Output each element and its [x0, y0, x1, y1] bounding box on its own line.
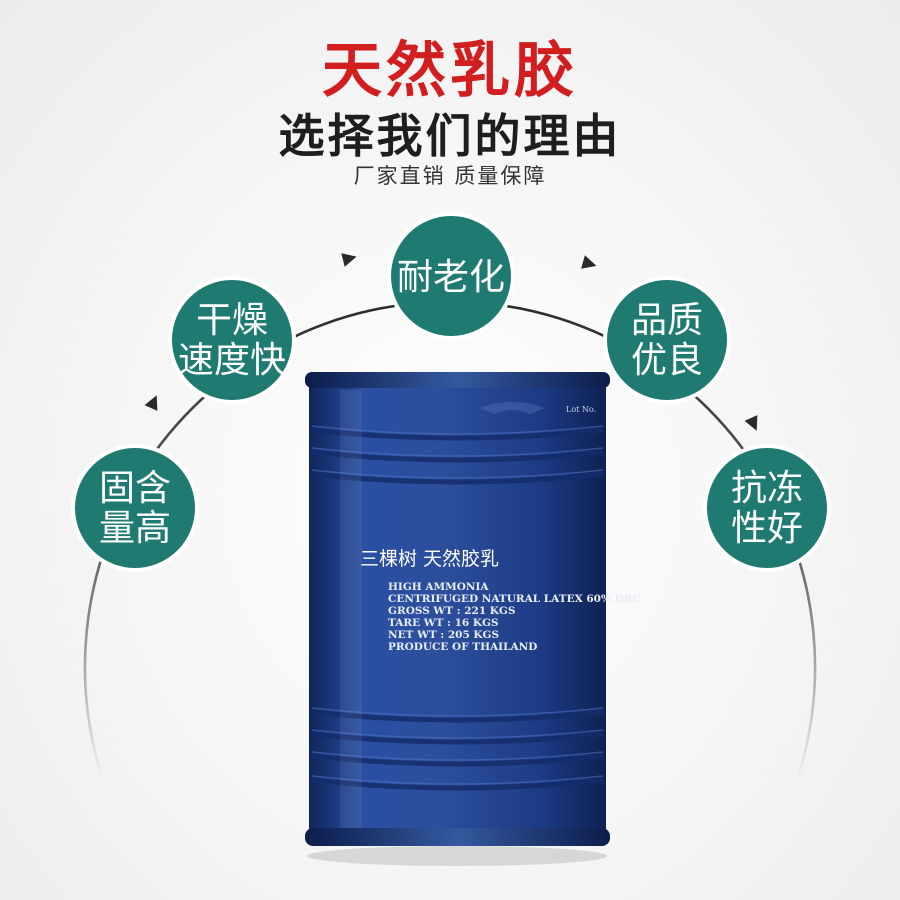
arc-arrows — [144, 253, 758, 431]
barrel-spec-line: PRODUCE OF THAILAND — [388, 641, 537, 653]
barrel-spec-line: HIGH AMMONIA — [388, 581, 489, 593]
feature-freeze-resistance: 抗冻 性好 — [703, 444, 831, 572]
page-subtitle: 选择我们的理由 — [278, 109, 622, 163]
latex-barrel-image: Lot No. 三棵树 天然胶乳 HIGH AMMONIA CENTRIFUGE… — [305, 372, 641, 866]
arrowhead-icon — [744, 415, 758, 431]
feature-label: 干燥 — [196, 300, 268, 341]
barrel-spec-line: TARE WT : 16 KGS — [388, 617, 499, 629]
arrowhead-icon — [144, 395, 158, 411]
feature-label: 速度快 — [178, 340, 286, 381]
barrel-brand-label: 三棵树 天然胶乳 — [360, 548, 499, 570]
feature-anti-aging: 耐老化 — [387, 212, 515, 340]
tree-logo-icon — [480, 402, 545, 414]
arrowhead-icon — [341, 253, 357, 267]
feature-high-solids: 固含 量高 — [71, 444, 199, 572]
feature-quality: 品质 优良 — [603, 276, 731, 404]
feature-fast-drying: 干燥 速度快 — [168, 276, 296, 404]
arrowhead-icon — [581, 255, 597, 269]
feature-label: 优良 — [631, 340, 703, 381]
barrel-spec-line: CENTRIFUGED NATURAL LATEX 60% DRC — [388, 593, 641, 605]
barrel-spec-line: GROSS WT : 221 KGS — [388, 605, 515, 617]
page-title: 天然乳胶 — [322, 36, 578, 106]
feature-label: 抗冻 — [731, 468, 803, 509]
lot-label: Lot No. — [566, 405, 596, 414]
feature-label: 性好 — [731, 508, 803, 549]
barrel-spec-line: NET WT : 205 KGS — [388, 629, 499, 641]
feature-label: 耐老化 — [397, 257, 505, 298]
feature-label: 固含 — [99, 468, 171, 509]
feature-label: 量高 — [99, 508, 171, 549]
feature-label: 品质 — [631, 300, 703, 341]
tagline: 厂家直销 质量保障 — [353, 164, 547, 188]
